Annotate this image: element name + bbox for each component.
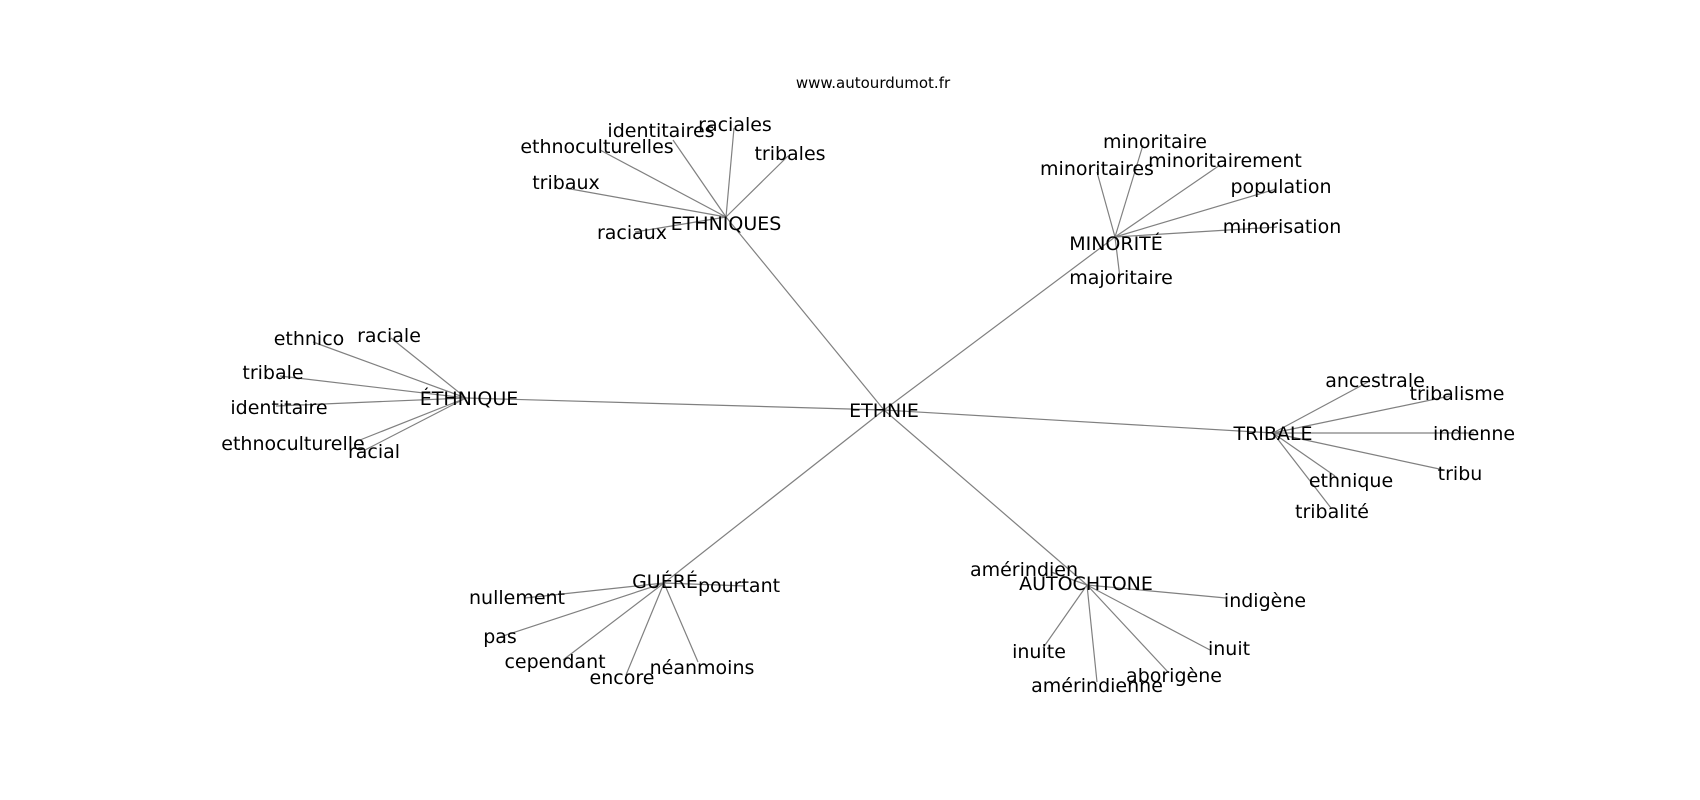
word-node[interactable]: inuit <box>1208 638 1250 660</box>
edge-minorite-5 <box>1114 236 1121 279</box>
word-node[interactable]: tribaux <box>532 172 600 194</box>
edge-center-ethniques <box>725 216 885 411</box>
word-node[interactable]: ethnoculturelle <box>221 433 364 455</box>
edge-ethniques-1 <box>725 127 735 218</box>
edge-guere-4 <box>625 582 665 676</box>
edge-ethnique-3 <box>275 397 467 407</box>
word-node[interactable]: pourtant <box>698 575 780 597</box>
edge-minorite-3 <box>1114 188 1277 238</box>
edge-ethniques-4 <box>564 187 727 218</box>
hub-node-ethniques[interactable]: ETHNIQUES <box>671 213 782 235</box>
edge-autochtone-1 <box>1086 584 1227 599</box>
word-node[interactable]: ethnico <box>274 328 345 350</box>
word-node[interactable]: ancestrale <box>1325 370 1425 392</box>
hub-node-autochtone[interactable]: AUTOCHTONE <box>1019 573 1153 595</box>
word-node[interactable]: tribale <box>242 362 303 384</box>
word-node[interactable]: ethnique <box>1309 470 1393 492</box>
edge-guere-0 <box>524 582 665 599</box>
hub-node-guere[interactable]: GUÉRÉ <box>632 570 698 593</box>
word-node[interactable]: indigène <box>1224 590 1306 612</box>
edge-guere-5 <box>663 582 699 663</box>
edge-minorite-4 <box>1114 226 1278 238</box>
word-node[interactable]: raciales <box>698 114 772 136</box>
word-node[interactable]: tribalisme <box>1410 383 1505 405</box>
edge-ethnique-1 <box>390 337 467 399</box>
edge-ethniques-5 <box>634 216 727 233</box>
word-node[interactable]: population <box>1230 176 1331 198</box>
edge-autochtone-5 <box>1086 584 1169 673</box>
edge-ethnique-4 <box>359 397 467 441</box>
hub-node-minorite[interactable]: MINORITÉ <box>1069 232 1163 255</box>
edge-ethnique-0 <box>312 341 467 399</box>
word-node[interactable]: cependant <box>504 651 605 673</box>
word-node[interactable]: inuite <box>1012 641 1066 663</box>
word-node[interactable]: identitaires <box>607 120 714 142</box>
word-node[interactable]: raciale <box>357 325 421 347</box>
edge-minorite-2 <box>1114 164 1221 238</box>
edge-ethniques-3 <box>725 155 789 218</box>
edge-autochtone-0 <box>1050 571 1088 586</box>
edge-autochtone-3 <box>1086 584 1211 651</box>
word-node[interactable]: majoritaire <box>1069 267 1173 289</box>
word-node[interactable]: raciaux <box>597 222 667 244</box>
word-node[interactable]: tribalité <box>1295 501 1369 523</box>
word-node[interactable]: amérindienne <box>1031 675 1163 697</box>
word-node[interactable]: racial <box>348 441 400 463</box>
center-node[interactable]: ETHNIE <box>849 400 919 422</box>
edge-center-autochtone <box>883 409 1088 586</box>
edge-ethniques-2 <box>599 149 727 218</box>
word-node[interactable]: pas <box>483 626 517 648</box>
word-node[interactable]: ethnoculturelles <box>520 136 673 158</box>
edge-autochtone-4 <box>1086 584 1098 683</box>
word-node[interactable]: encore <box>590 667 655 689</box>
word-node[interactable]: amérindien <box>970 559 1078 581</box>
edge-guere-2 <box>499 582 665 638</box>
edge-center-guere <box>663 409 885 584</box>
edge-ethnique-5 <box>364 397 467 451</box>
edge-ethnique-2 <box>279 375 467 399</box>
word-node[interactable]: minorisation <box>1223 216 1341 238</box>
word-node[interactable]: identitaire <box>230 397 327 419</box>
word-node[interactable]: tribu <box>1438 463 1483 485</box>
edge-center-tribale <box>883 409 1274 434</box>
word-node[interactable]: minoritaires <box>1040 158 1154 180</box>
hub-node-ethnique[interactable]: ÉTHNIQUE <box>420 387 519 410</box>
word-node[interactable]: indienne <box>1433 423 1515 445</box>
edge-tribale-0 <box>1272 381 1369 434</box>
edge-guere-3 <box>562 582 665 661</box>
edge-center-ethnique <box>465 397 885 411</box>
word-node[interactable]: aborigène <box>1126 665 1222 687</box>
word-node[interactable]: minoritairement <box>1148 150 1302 172</box>
edge-tribale-3 <box>1272 432 1445 471</box>
edge-tribale-4 <box>1272 432 1336 477</box>
edge-minorite-1 <box>1096 171 1116 238</box>
word-node[interactable]: nullement <box>469 587 565 609</box>
word-node[interactable]: tribales <box>754 143 825 165</box>
edge-center-minorite <box>883 236 1116 411</box>
edge-guere-1 <box>663 582 746 587</box>
edge-ethniques-0 <box>672 139 727 218</box>
edges <box>275 127 1474 683</box>
edge-minorite-0 <box>1114 144 1144 238</box>
edge-tribale-5 <box>1272 432 1332 509</box>
source-url: www.autourdumot.fr <box>796 74 951 92</box>
edge-autochtone-2 <box>1042 584 1088 649</box>
hub-node-tribale[interactable]: TRIBALE <box>1232 423 1312 445</box>
edge-tribale-1 <box>1272 395 1451 434</box>
word-node[interactable]: minoritaire <box>1103 131 1207 153</box>
word-node[interactable]: néanmoins <box>650 657 755 679</box>
